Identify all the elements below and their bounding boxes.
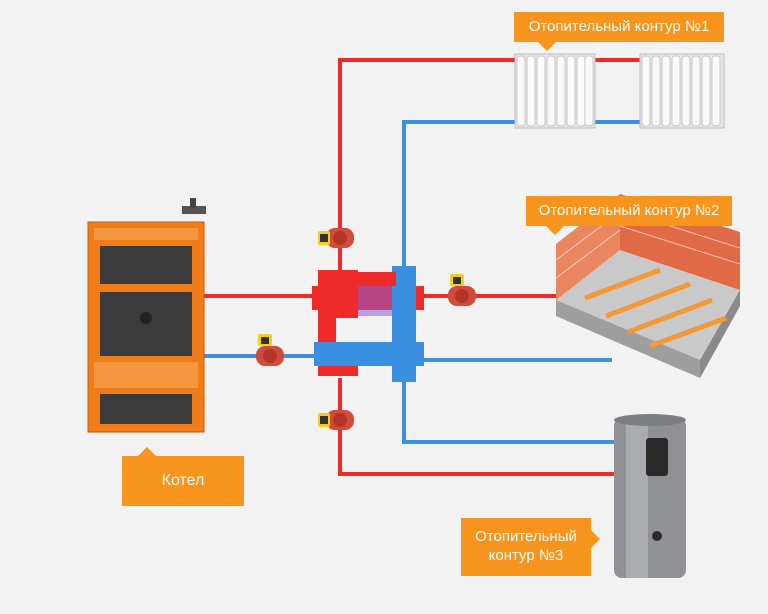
water-heater-tank: [614, 414, 686, 578]
return-pipes: [202, 120, 642, 444]
pump-supply-circuit-2: [448, 274, 476, 306]
heating-circuit-3-label: Отопительный контур №3: [475, 528, 577, 564]
return-pipe-circuit-1: [402, 120, 517, 282]
pump-supply-circuit-1: [318, 228, 354, 248]
callout-boiler: Котел: [122, 447, 244, 506]
radiator-right: [639, 53, 725, 129]
radiator-left: [514, 53, 596, 129]
supply-pipe-circuit-1: [338, 58, 517, 282]
callout-heating-circuit-2: Отопительный контур №2: [526, 196, 732, 235]
heating-circuit-1-label: Отопительный контур №1: [528, 17, 710, 35]
hydraulic-manifold: [312, 266, 424, 382]
callout-heating-circuit-1: Отопительный контур №1: [514, 12, 724, 51]
solid-fuel-boiler: [87, 198, 206, 433]
pump-return-boiler: [256, 334, 284, 366]
boiler-label: Котел: [161, 472, 205, 489]
return-pipe-circuit-3: [402, 378, 620, 444]
supply-pipe-circuit-3: [338, 378, 620, 476]
heating-circuit-2-label: Отопительный контур №2: [538, 201, 720, 219]
callout-heating-circuit-3: Отопительный контур №3: [461, 518, 600, 576]
pump-supply-circuit-3: [318, 410, 354, 430]
